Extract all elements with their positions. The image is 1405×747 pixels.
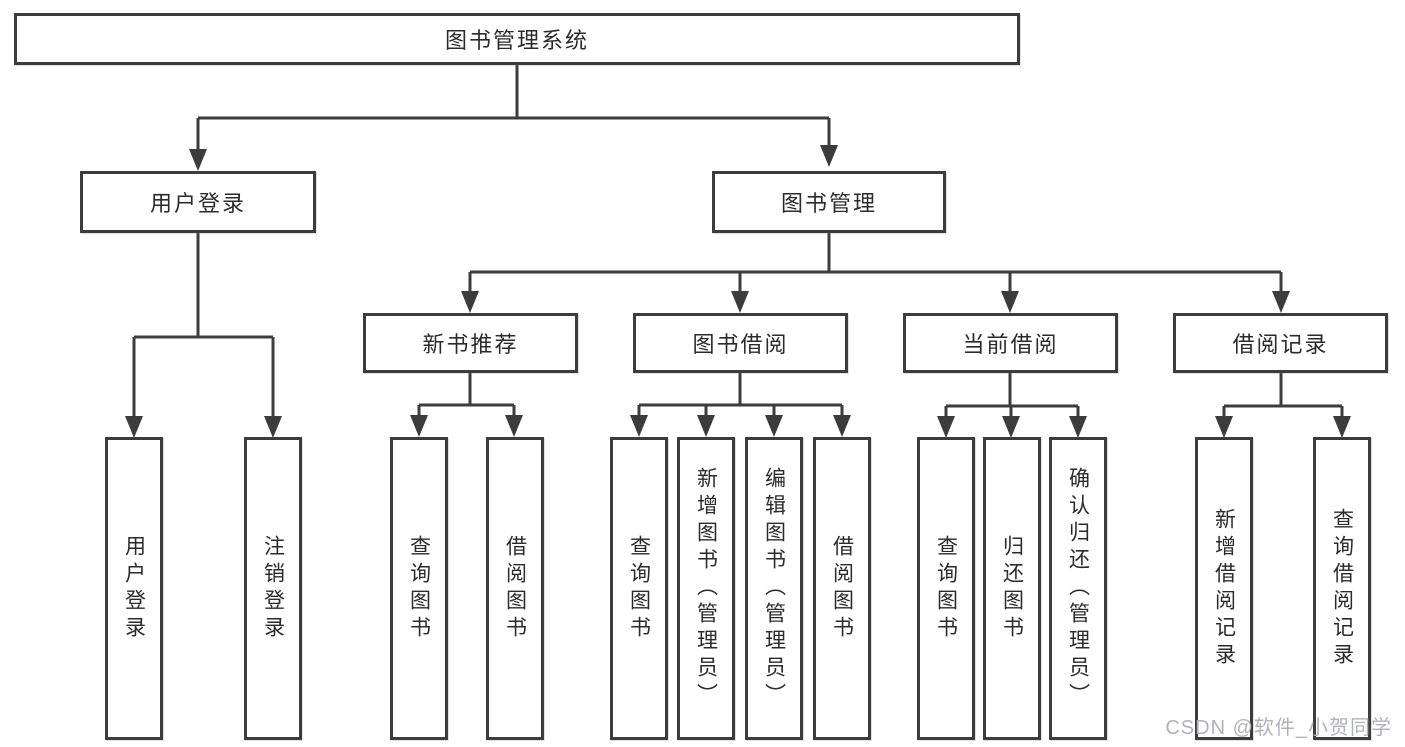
node-current-borrow: 当前借阅 [903, 313, 1118, 373]
leaf-user-login: 用户登录 [105, 437, 163, 740]
node-user-login: 用户登录 [80, 171, 316, 233]
leaf-edit-book-admin: 编辑图书（管理员） [745, 437, 803, 740]
arrowheads [125, 145, 1351, 438]
node-new-book-recommend: 新书推荐 [363, 313, 578, 373]
node-book-management: 图书管理 [712, 171, 946, 233]
node-root-system: 图书管理系统 [14, 13, 1020, 65]
leaf-return-book: 归还图书 [983, 437, 1041, 740]
leaf-query-borrow-record: 查询借阅记录 [1313, 437, 1371, 740]
leaf-recommend-borrow-book: 借阅图书 [486, 437, 544, 740]
node-borrow-records: 借阅记录 [1173, 313, 1388, 373]
leaf-add-borrow-record: 新增借阅记录 [1195, 437, 1253, 740]
leaf-add-book-admin: 新增图书（管理员） [677, 437, 735, 740]
leaf-borrow-borrow-book: 借阅图书 [813, 437, 871, 740]
leaf-current-query-book: 查询图书 [917, 437, 975, 740]
leaf-borrow-query-book: 查询图书 [610, 437, 668, 740]
leaf-recommend-query-book: 查询图书 [390, 437, 448, 740]
node-book-borrow: 图书借阅 [633, 313, 848, 373]
csdn-watermark: CSDN @软件_小贺同学 [1165, 717, 1392, 739]
leaf-confirm-return-admin: 确认归还（管理员） [1049, 437, 1107, 740]
leaf-logout: 注销登录 [244, 437, 302, 740]
